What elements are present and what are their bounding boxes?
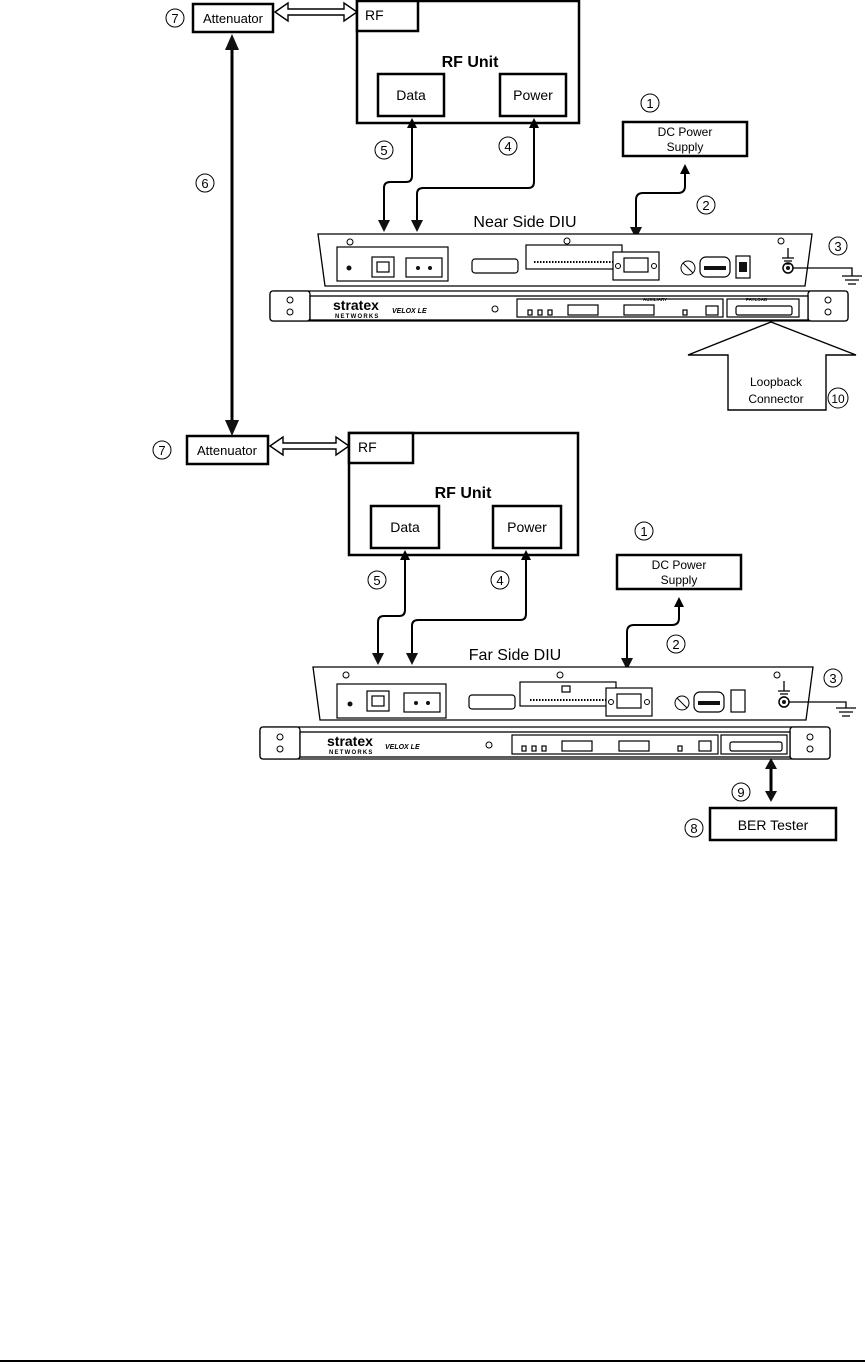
svg-text:5: 5 (380, 143, 387, 158)
callout-5-top: 5 (375, 141, 393, 159)
dc-power-supply-top: DC Power Supply (623, 122, 747, 156)
data-cable-top (384, 120, 412, 227)
attenuator-box-bottom: Attenuator (187, 436, 268, 464)
callout-8: 8 (685, 819, 703, 837)
svg-text:Connector: Connector (748, 392, 803, 406)
svg-text:Data: Data (396, 87, 426, 103)
svg-text:NETWORKS: NETWORKS (335, 314, 380, 320)
callout-4-bottom: 4 (491, 571, 509, 589)
svg-text:NETWORKS: NETWORKS (329, 750, 374, 756)
callout-7-bottom: 7 (153, 441, 171, 459)
callout-6: 6 (196, 174, 214, 192)
svg-text:8: 8 (690, 821, 697, 836)
callout-1-top: 1 (641, 94, 659, 112)
near-diu-rear-panel (318, 234, 812, 286)
svg-text:7: 7 (158, 443, 165, 458)
callout-4-top: 4 (499, 137, 517, 155)
callout-9: 9 (732, 783, 750, 801)
svg-text:PAYLOAD: PAYLOAD (746, 297, 768, 302)
callout-2-top: 2 (697, 196, 715, 214)
svg-text:RF Unit: RF Unit (435, 485, 493, 502)
svg-text:Power: Power (507, 519, 547, 535)
svg-text:10: 10 (831, 392, 845, 406)
far-diu-rear-panel (313, 667, 813, 720)
svg-text:stratex: stratex (333, 297, 379, 313)
svg-text:6: 6 (201, 176, 208, 191)
svg-text:Loopback: Loopback (750, 375, 803, 389)
dc-cable-bottom (627, 599, 679, 665)
power-cable-bottom (412, 552, 526, 660)
callout-1-bottom: 1 (635, 522, 653, 540)
svg-text:Supply: Supply (667, 140, 704, 154)
svg-text:2: 2 (672, 637, 679, 652)
data-cable-bottom (378, 552, 405, 660)
callout-10: 10 (828, 388, 848, 408)
dc-power-supply-bottom: DC Power Supply (617, 555, 741, 589)
svg-text:7: 7 (171, 11, 178, 26)
ber-link-arrow (765, 758, 777, 802)
svg-text:VELOX LE: VELOX LE (385, 744, 420, 751)
svg-text:1: 1 (640, 524, 647, 539)
svg-text:4: 4 (496, 573, 503, 588)
svg-text:Power: Power (513, 87, 553, 103)
svg-text:2: 2 (702, 198, 709, 213)
svg-text:AUXILIARY: AUXILIARY (643, 297, 667, 302)
rf-unit-top: RF RF Unit Data Power (357, 1, 579, 123)
near-side-diu-label: Near Side DIU (473, 214, 576, 231)
svg-text:5: 5 (373, 573, 380, 588)
svg-text:4: 4 (504, 139, 511, 154)
near-diu-front-panel: stratex NETWORKS VELOX LE AUXILIARY PAYL… (270, 291, 848, 321)
power-cable-top (417, 120, 534, 227)
svg-text:RF Unit: RF Unit (442, 54, 500, 71)
rf-link-arrow-top (275, 3, 357, 21)
svg-text:Attenuator: Attenuator (197, 443, 258, 458)
attenuator-box-top: Attenuator (193, 4, 273, 32)
svg-text:VELOX LE: VELOX LE (392, 308, 427, 315)
svg-text:RF: RF (365, 7, 384, 23)
svg-text:Attenuator: Attenuator (203, 11, 264, 26)
svg-text:DC Power: DC Power (652, 558, 707, 572)
rf-link-arrow-bottom (270, 437, 349, 455)
svg-text:Supply: Supply (661, 573, 698, 587)
callout-7-top: 7 (166, 9, 184, 27)
svg-text:3: 3 (834, 239, 841, 254)
svg-text:RF: RF (358, 439, 377, 455)
ber-tester-box: BER Tester (710, 808, 836, 840)
dc-cable-top (636, 166, 685, 234)
callout-2-bottom: 2 (667, 635, 685, 653)
callout-5-bottom: 5 (368, 571, 386, 589)
far-side-diu-label: Far Side DIU (469, 647, 561, 664)
svg-text:stratex: stratex (327, 733, 373, 749)
svg-text:BER Tester: BER Tester (738, 817, 809, 833)
svg-text:Data: Data (390, 519, 420, 535)
far-diu-front-panel: stratex NETWORKS VELOX LE (260, 727, 830, 759)
svg-text:DC Power: DC Power (658, 125, 713, 139)
attenuator-link-arrow (225, 34, 239, 436)
svg-text:9: 9 (737, 785, 744, 800)
svg-text:1: 1 (646, 96, 653, 111)
svg-text:3: 3 (829, 671, 836, 686)
rf-unit-bottom: RF RF Unit Data Power (349, 433, 578, 555)
